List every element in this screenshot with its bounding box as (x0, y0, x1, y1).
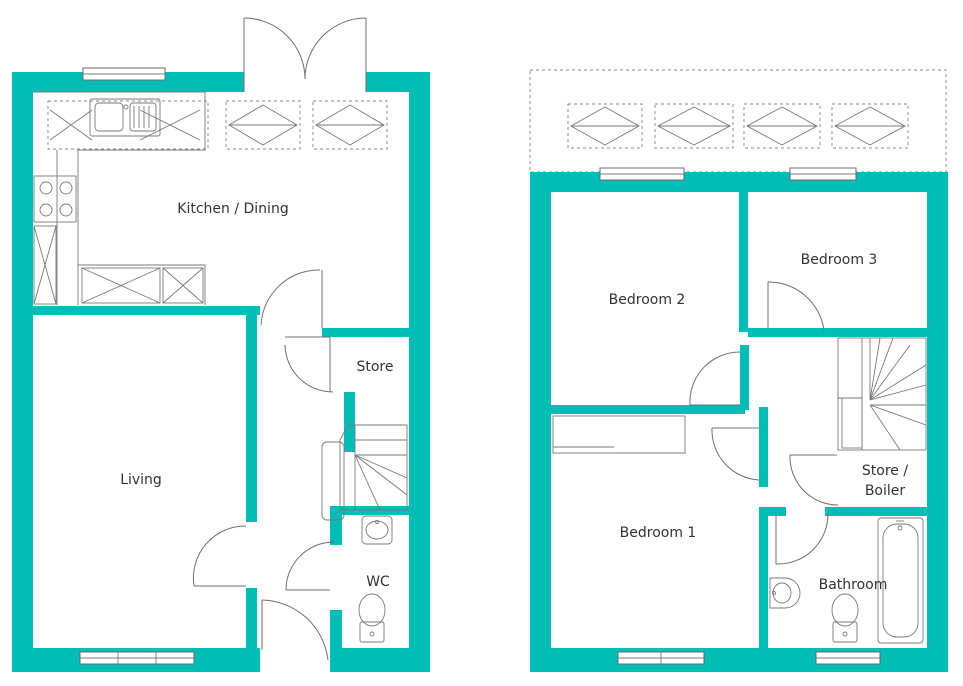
wall-bed1-landing (759, 407, 768, 487)
bed2-door[interactable] (689, 351, 741, 406)
room-label-store-boiler-line1: Store / (862, 463, 908, 479)
wall-wc-left-lower (330, 610, 342, 650)
wall-living-hall-lower (246, 588, 257, 650)
room-label-bedroom-3: Bedroom 3 (801, 252, 878, 268)
living-door[interactable] (192, 525, 247, 587)
room-label-store: Store (356, 359, 393, 375)
basin-icon (769, 577, 801, 609)
staircase-icon (837, 337, 927, 451)
window-ground-bottom (79, 651, 195, 665)
wall-bed3-stairs (748, 328, 927, 337)
room-label-bedroom-2: Bedroom 2 (609, 292, 686, 308)
window-bathroom (815, 651, 881, 665)
window-bed2 (599, 167, 685, 181)
wall-first-left (530, 172, 551, 672)
wall-kitchen-living (33, 306, 260, 315)
wall-first-top (530, 172, 948, 192)
roof-outline (529, 69, 947, 173)
wall-ground-top-left (12, 72, 244, 92)
bathroom-door[interactable] (775, 513, 829, 565)
ground-floor: Kitchen / Dining Store Living WC (12, 17, 430, 672)
wall-living-hall-upper (246, 315, 257, 522)
wall-first-bottom (530, 648, 948, 672)
wall-store-left (344, 392, 355, 452)
kitchen-hall-door[interactable] (260, 269, 323, 328)
room-label-bathroom: Bathroom (819, 577, 888, 593)
wardrobe (552, 415, 686, 454)
bed3-door[interactable] (767, 281, 825, 331)
window-bed1 (617, 651, 705, 665)
wall-wc-left-upper (330, 515, 342, 545)
wc-door[interactable] (285, 541, 335, 591)
toilet-icon (358, 593, 386, 643)
room-label-wc: WC (366, 574, 390, 590)
bath-icon (877, 517, 924, 644)
basin-icon (361, 515, 393, 545)
wall-ground-right (409, 72, 430, 672)
kitchen-worktops (33, 91, 388, 305)
first-floor: Bedroom 2 Bedroom 3 Bedroom 1 Store / Bo… (529, 69, 948, 672)
staircase-icon (321, 424, 408, 521)
wall-bathroom-top (825, 507, 927, 516)
window-ground-top (82, 67, 166, 81)
french-doors[interactable] (243, 17, 367, 92)
wall-bed2-landing (740, 345, 749, 410)
wall-bed2-bed3 (739, 192, 748, 332)
window-bed3 (789, 167, 857, 181)
rooflight-icon (567, 103, 909, 149)
wall-wc-top (330, 506, 409, 515)
wall-bed2-bed1 (551, 405, 745, 414)
wall-bed1-bathroom (759, 507, 768, 650)
room-label-bedroom-1: Bedroom 1 (620, 525, 697, 541)
wall-store-top (322, 328, 409, 337)
store-door[interactable] (284, 336, 334, 393)
room-label-store-boiler-line2: Boiler (865, 483, 906, 499)
wall-ground-left (12, 72, 33, 672)
wall-ground-bottom-right (330, 648, 430, 672)
wall-first-right (927, 172, 948, 672)
wall-ground-top-right (366, 72, 430, 92)
store-boiler-door[interactable] (789, 454, 839, 506)
wall-bathroom-top-left (768, 507, 786, 516)
front-door[interactable] (261, 599, 329, 661)
room-label-kitchen-dining: Kitchen / Dining (177, 201, 288, 217)
bed1-door[interactable] (711, 427, 760, 481)
sink-icon (89, 98, 161, 137)
hob-icon (33, 175, 77, 223)
toilet-icon (831, 593, 859, 643)
room-label-living: Living (120, 472, 162, 488)
